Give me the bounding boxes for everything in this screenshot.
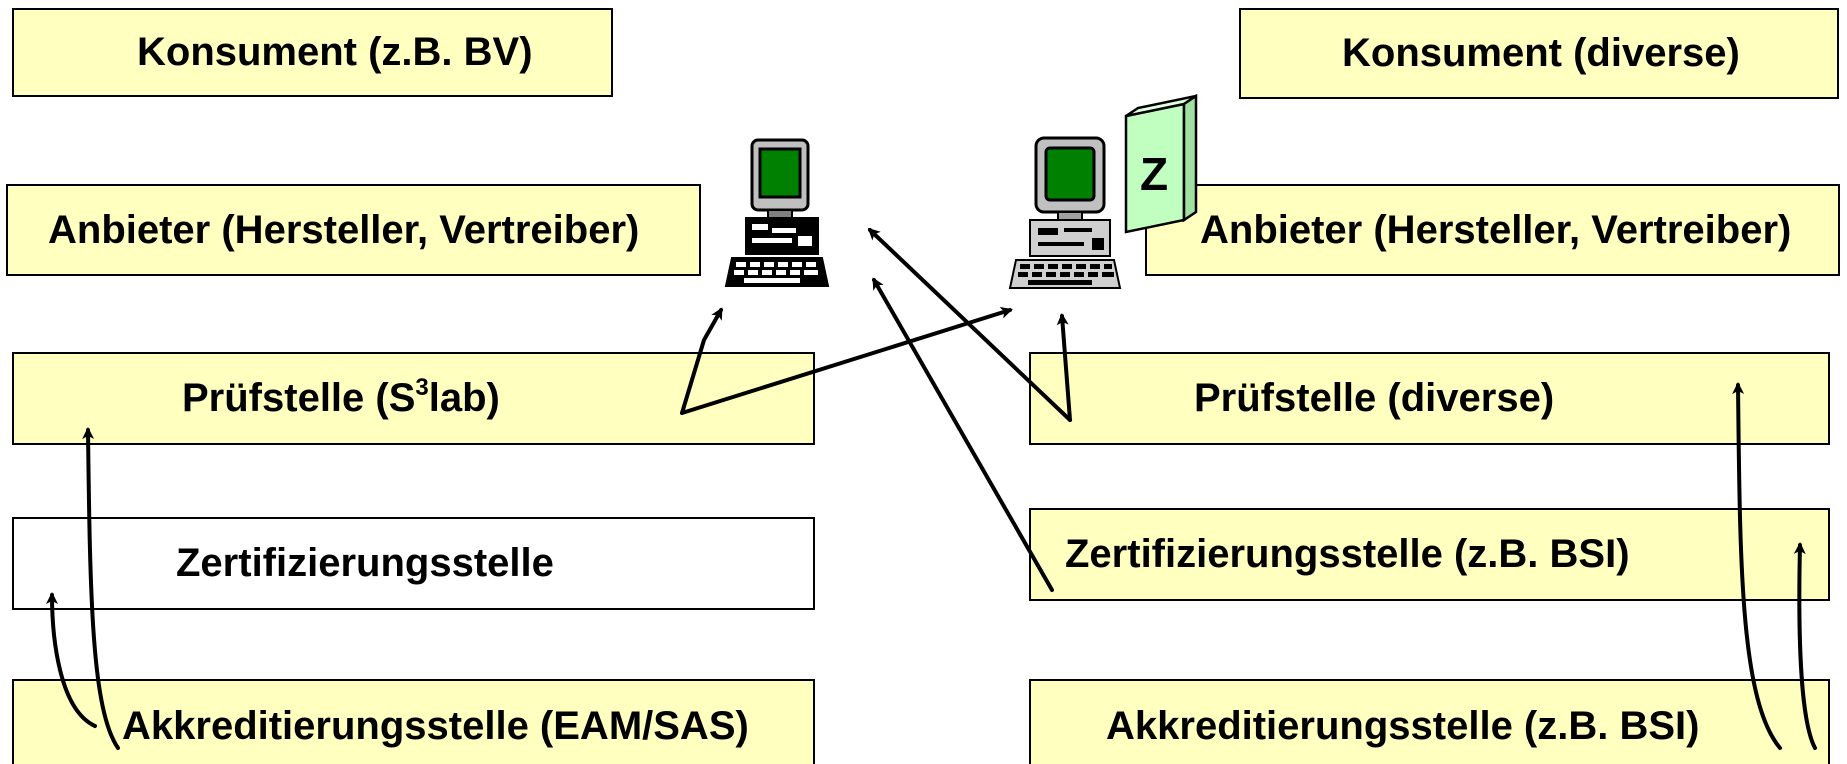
left-konsument-box: Konsument (z.B. BV) <box>12 8 613 97</box>
computer-icon <box>1008 136 1122 289</box>
left-pruefstelle-suffix: lab) <box>428 376 500 420</box>
arrow-right-zertifizierung-to-left-computer <box>872 277 1054 592</box>
left-pruefstelle-sup: 3 <box>415 373 429 401</box>
left-zertifizierungsstelle-label: Zertifizierungsstelle <box>176 541 554 585</box>
left-akkreditierungsstelle-box: Akkreditierungsstelle (EAM/SAS) <box>12 679 815 764</box>
right-anbieter-label: Anbieter (Hersteller, Vertreiber) <box>1200 207 1792 252</box>
right-pruefstelle-box: Prüfstelle (diverse) <box>1029 352 1830 445</box>
left-konsument-label: Konsument (z.B. BV) <box>137 30 533 74</box>
right-zertifizierungsstelle-box: Zertifizierungsstelle (z.B. BSI) <box>1029 508 1830 601</box>
left-anbieter-label: Anbieter (Hersteller, Vertreiber) <box>48 207 640 252</box>
left-pruefstelle-box: Prüfstelle (S3lab) <box>12 352 815 445</box>
left-pruefstelle-label: Prüfstelle (S3lab) <box>182 373 500 421</box>
left-anbieter-box: Anbieter (Hersteller, Vertreiber) <box>6 184 701 276</box>
right-konsument-label: Konsument (diverse) <box>1342 31 1740 75</box>
left-akkreditierungsstelle-label: Akkreditierungsstelle (EAM/SAS) <box>122 703 749 748</box>
right-akkreditierungsstelle-label: Akkreditierungsstelle (z.B. BSI) <box>1106 703 1700 748</box>
left-zertifizierungsstelle-box: Zertifizierungsstelle <box>12 517 815 610</box>
right-pruefstelle-label: Prüfstelle (diverse) <box>1194 376 1555 420</box>
right-zertifizierungsstelle-label: Zertifizierungsstelle (z.B. BSI) <box>1065 532 1630 576</box>
right-konsument-box: Konsument (diverse) <box>1239 8 1839 99</box>
right-anbieter-box: Anbieter (Hersteller, Vertreiber) <box>1145 184 1840 276</box>
computer-icon <box>724 138 830 287</box>
right-akkreditierungsstelle-box: Akkreditierungsstelle (z.B. BSI) <box>1029 679 1830 764</box>
left-pruefstelle-prefix: Prüfstelle (S <box>182 376 416 420</box>
